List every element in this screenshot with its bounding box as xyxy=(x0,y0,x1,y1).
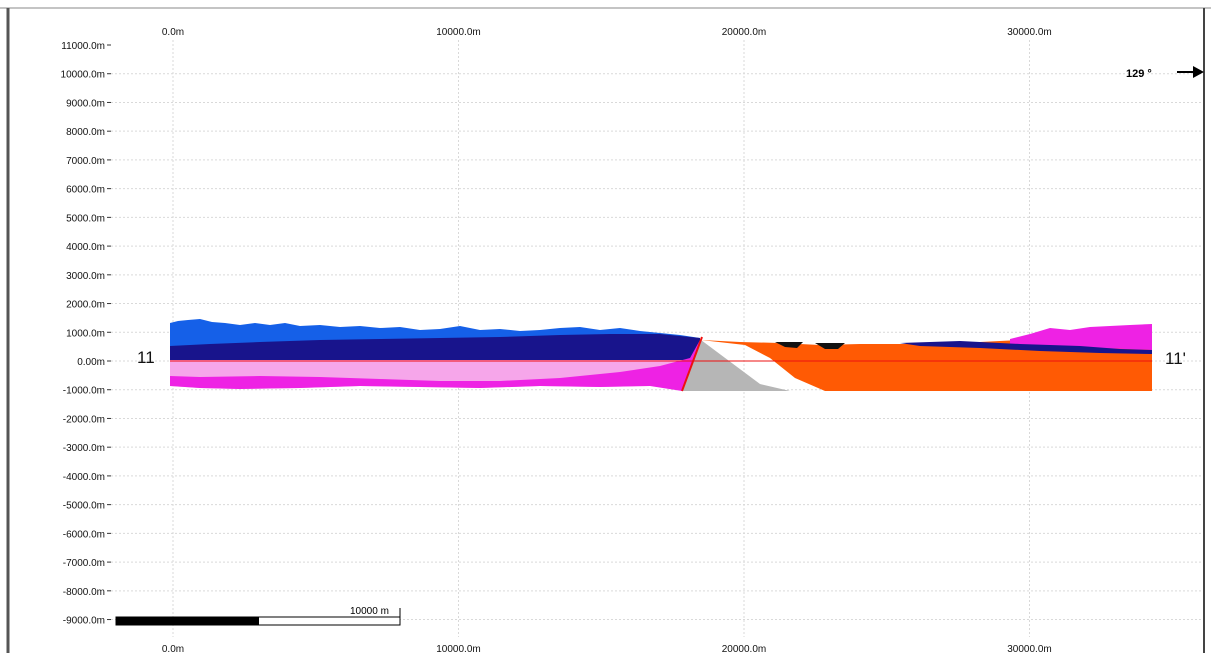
top-axis: 0.0m 10000.0m 20000.0m 30000.0m xyxy=(162,27,1052,38)
x-tick-label-top: 30000.0m xyxy=(1007,27,1051,38)
x-tick-label-top: 10000.0m xyxy=(436,27,480,38)
y-tick-label: -5000.0m xyxy=(63,501,105,512)
x-tick-label-bottom: 10000.0m xyxy=(436,644,480,653)
y-tick-label: -2000.0m xyxy=(63,414,105,425)
section-start-label: 11 xyxy=(137,348,155,367)
y-tick-label: 4000.0m xyxy=(66,242,105,253)
geologic-units xyxy=(170,319,1152,392)
scale-bar: 10000 m xyxy=(115,606,401,626)
gray-block-unit xyxy=(683,340,790,391)
section-end-label: 11' xyxy=(1165,349,1186,368)
y-tick-label: 2000.0m xyxy=(66,300,105,311)
y-tick-label: 0.00m xyxy=(77,357,105,368)
y-tick-label: 3000.0m xyxy=(66,271,105,282)
y-tick-label: -9000.0m xyxy=(63,616,105,627)
scale-bar-fill xyxy=(116,617,259,625)
black-lens-bodies xyxy=(775,342,845,349)
right-arrow-icon xyxy=(1177,66,1204,78)
x-tick-label-bottom: 20000.0m xyxy=(722,644,766,653)
x-tick-label-top: 20000.0m xyxy=(722,27,766,38)
y-tick-label: 7000.0m xyxy=(66,156,105,167)
y-tick-label: 8000.0m xyxy=(66,127,105,138)
y-tick-label: -4000.0m xyxy=(63,472,105,483)
right-magenta-unit xyxy=(1010,324,1152,350)
y-tick-label: 1000.0m xyxy=(66,328,105,339)
x-tick-label-top: 0.0m xyxy=(162,27,184,38)
y-tick-label: -1000.0m xyxy=(63,386,105,397)
right-navy-unit xyxy=(900,341,1152,354)
fault-line xyxy=(681,336,703,392)
scale-bar-label: 10000 m xyxy=(350,606,389,617)
x-tick-label-bottom: 30000.0m xyxy=(1007,644,1051,653)
bearing-label: 129 ° xyxy=(1126,68,1152,80)
y-tick-label: 11000.0m xyxy=(61,41,105,52)
magenta-wedge-unit xyxy=(170,340,700,391)
y-tick-label: 5000.0m xyxy=(66,213,105,224)
y-tick-label: 9000.0m xyxy=(66,98,105,109)
y-tick-label: -6000.0m xyxy=(63,529,105,540)
y-tick-label: 6000.0m xyxy=(66,185,105,196)
y-tick-label: -8000.0m xyxy=(63,587,105,598)
y-tick-label: 10000.0m xyxy=(61,70,105,81)
bottom-axis: 0.0m 10000.0m 20000.0m 30000.0m xyxy=(162,644,1052,655)
y-tick-label: -7000.0m xyxy=(63,558,105,569)
y-tick-label: -3000.0m xyxy=(63,443,105,454)
navy-unit xyxy=(170,334,700,362)
left-axis: 11000.0m 10000.0m 9000.0m 8000.0m 7000.0m 600… xyxy=(61,41,111,627)
x-tick-label-bottom: 0.0m xyxy=(162,644,184,653)
